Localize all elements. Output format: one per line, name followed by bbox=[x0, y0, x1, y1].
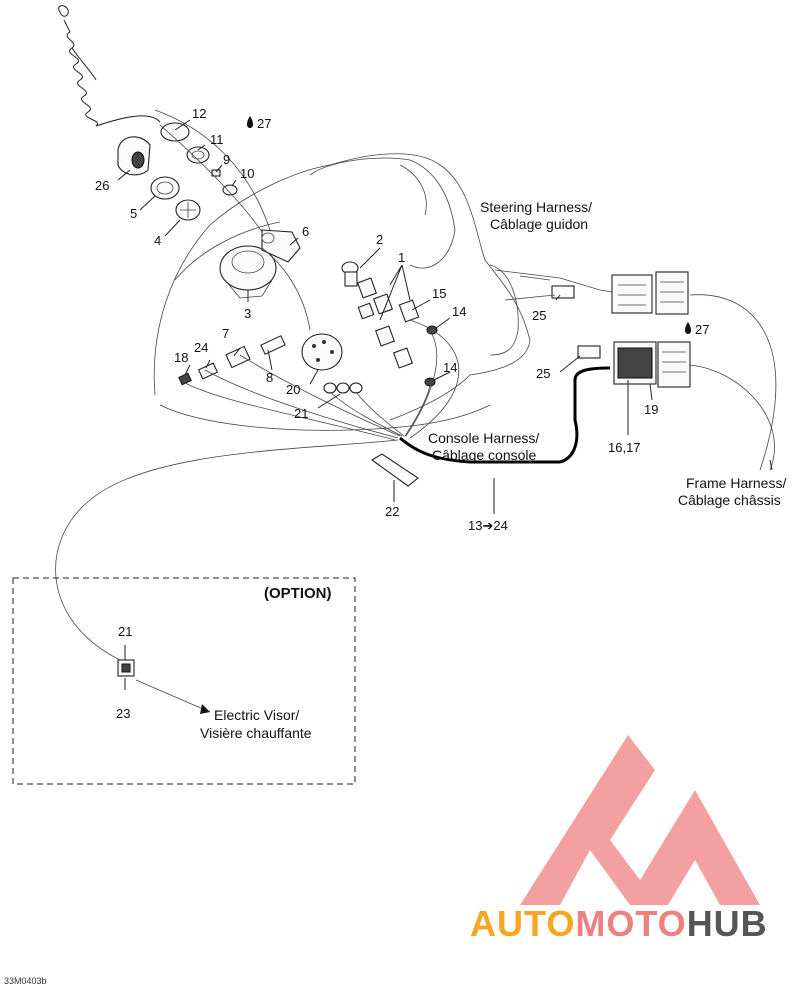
callout-19: 19 bbox=[644, 402, 658, 417]
steering-connector bbox=[611, 271, 689, 315]
console-harness-label-1: Console Harness/ bbox=[428, 430, 539, 446]
visor-label-1: Electric Visor/ bbox=[214, 707, 299, 723]
frame-wire-1 bbox=[689, 294, 777, 471]
part-4 bbox=[175, 199, 201, 221]
watermark-auto: AUTO bbox=[470, 903, 575, 944]
callout-14-top: 14 bbox=[452, 304, 466, 319]
watermark-logo bbox=[520, 735, 760, 905]
callout-1: 1 bbox=[398, 250, 405, 265]
lanyard-coil bbox=[58, 5, 161, 127]
option-label: (OPTION) bbox=[264, 585, 332, 602]
part-11 bbox=[186, 146, 210, 164]
part-18 bbox=[178, 372, 192, 386]
drop-icon bbox=[685, 322, 691, 334]
callout-25-top: 25 bbox=[532, 308, 546, 323]
watermark-moto: MOTO bbox=[575, 903, 686, 944]
callout-10: 10 bbox=[240, 166, 254, 181]
callout-20: 20 bbox=[286, 382, 300, 397]
callout-5: 5 bbox=[130, 206, 137, 221]
callout-9: 9 bbox=[223, 152, 230, 167]
part-25b bbox=[577, 345, 601, 359]
part-26 bbox=[117, 136, 151, 176]
callout-25-bottom: 25 bbox=[536, 366, 550, 381]
callout-8: 8 bbox=[266, 370, 273, 385]
drawing-code: 33M0403b bbox=[4, 976, 47, 986]
part-24 bbox=[197, 362, 219, 380]
option-box bbox=[12, 577, 356, 785]
watermark-text: AUTOMOTOHUB bbox=[470, 903, 768, 944]
callout-21-option: 21 bbox=[118, 624, 132, 639]
callout-24: 24 bbox=[194, 340, 208, 355]
callout-14-bottom: 14 bbox=[443, 360, 457, 375]
steering-wire-2 bbox=[504, 275, 556, 301]
part-3 bbox=[219, 245, 277, 299]
callout-7: 7 bbox=[222, 326, 229, 341]
visor-wire bbox=[55, 439, 399, 661]
part-23-connector bbox=[117, 659, 135, 677]
part-25a bbox=[551, 285, 575, 299]
callout-12: 12 bbox=[192, 106, 206, 121]
callout-2: 2 bbox=[376, 232, 383, 247]
callout-4: 4 bbox=[154, 233, 161, 248]
console-harness-line bbox=[399, 366, 611, 464]
part-22 bbox=[371, 453, 419, 487]
steering-harness-label-2: Câblage guidon bbox=[490, 216, 588, 232]
part-5 bbox=[150, 176, 180, 200]
visor-arrow-head bbox=[200, 704, 210, 714]
console-wires bbox=[154, 109, 460, 441]
callout-27-right: 27 bbox=[695, 322, 709, 337]
frame-arrow bbox=[769, 459, 773, 471]
steering-harness-label-1: Steering Harness/ bbox=[480, 199, 592, 215]
callout-26: 26 bbox=[95, 178, 109, 193]
part-7 bbox=[225, 345, 251, 369]
leader-lines bbox=[117, 119, 653, 690]
callout-11: 11 bbox=[210, 132, 224, 147]
frame-harness-label-1: Frame Harness/ bbox=[686, 475, 786, 491]
frame-wire-2 bbox=[689, 364, 775, 471]
part-12 bbox=[160, 122, 190, 142]
callout-15: 15 bbox=[432, 286, 446, 301]
callout-18: 18 bbox=[174, 350, 188, 365]
part-8 bbox=[260, 335, 286, 355]
callout-22: 22 bbox=[385, 504, 399, 519]
part-20 bbox=[301, 333, 343, 371]
console-outline bbox=[153, 153, 531, 431]
watermark-hub: HUB bbox=[687, 903, 768, 944]
switch-cluster bbox=[341, 261, 438, 387]
drop-icon bbox=[247, 116, 253, 128]
frame-harness-label-2: Câblage châssis bbox=[678, 492, 781, 508]
part-10 bbox=[222, 184, 238, 196]
callout-13-24: 13➔24 bbox=[468, 518, 508, 533]
console-harness-label-2: Câblage console bbox=[432, 447, 537, 463]
callout-23: 23 bbox=[116, 706, 130, 721]
visor-label-2: Visière chauffante bbox=[200, 725, 312, 741]
part-21-connectors bbox=[323, 382, 363, 394]
steering-wire bbox=[494, 269, 613, 293]
frame-connector bbox=[613, 341, 691, 388]
visor-arrow-line bbox=[135, 679, 211, 713]
callout-6: 6 bbox=[302, 224, 309, 239]
callout-21-top: 21 bbox=[294, 406, 308, 421]
part-6 bbox=[261, 229, 301, 263]
callout-27-top: 27 bbox=[257, 116, 271, 131]
callout-16-17: 16,17 bbox=[608, 440, 641, 455]
callout-3: 3 bbox=[244, 306, 251, 321]
